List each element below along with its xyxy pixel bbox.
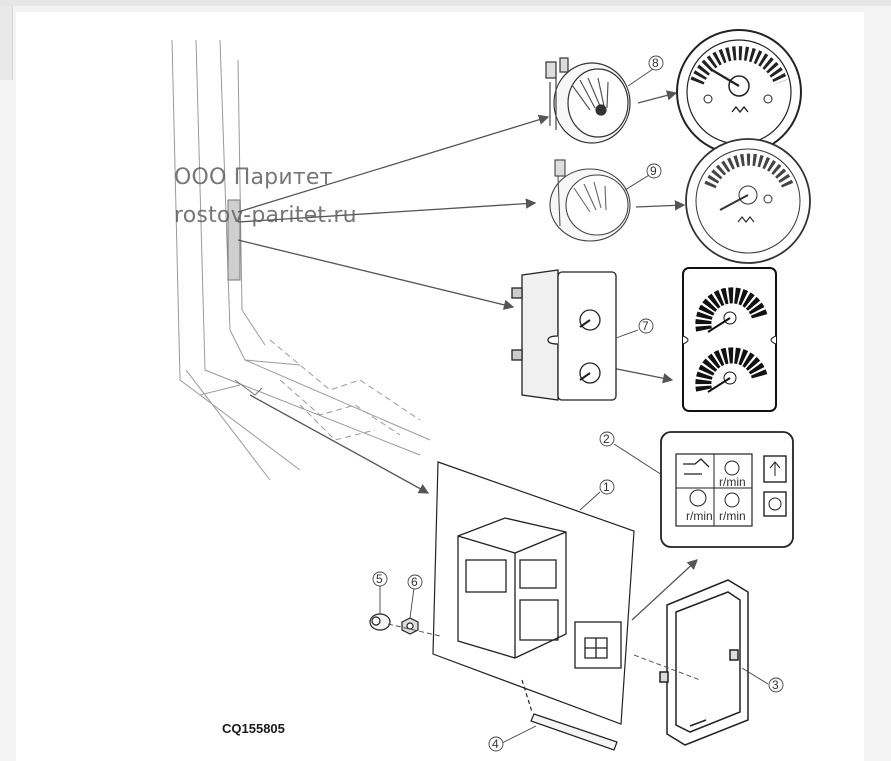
diagram-sheet: r/min r/min r/min [16,12,864,761]
callout-2: 2 [603,432,610,446]
gauge-8-detail [676,29,802,155]
callout-circles [372,55,784,752]
exploded-parts-diagram: r/min r/min r/min [171,29,811,752]
rod-4 [521,679,618,751]
callout-9: 9 [650,164,657,178]
control-unit-1 [432,461,635,725]
gauge-9-detail [685,138,811,264]
monitor-7-body [511,269,617,401]
arrow-to-gauge-8 [237,114,550,213]
arrow-panel-detail [631,559,698,621]
arrow-gauge-8-detail [637,90,678,104]
arrow-to-control-unit [249,394,430,494]
callout-3: 3 [772,678,779,692]
callout-1: 1 [603,480,610,494]
callout-4: 4 [492,737,499,751]
nut-6 [401,617,419,635]
switch-panel-2-detail [660,431,794,548]
gauge-8-body [545,57,631,144]
arrow-to-gauge-9 [237,198,537,223]
arrow-to-monitor-7 [237,239,515,310]
callout-leaders [379,66,769,745]
bezel-3 [659,579,749,746]
monitor-7-detail [682,267,777,412]
watermark-company: ООО Паритет [174,165,333,190]
callout-7: 7 [642,319,649,333]
washer-5 [369,613,391,631]
pointer-arrows [237,90,698,621]
panel-rpm-label-small: r/min [719,475,746,489]
panel-rpm-label-right: r/min [719,509,746,523]
callout-6: 6 [411,575,418,589]
callout-8: 8 [652,56,659,70]
watermark-url: rostov-paritet.ru [174,203,357,228]
arrow-gauge-9-detail [635,200,686,211]
callout-5: 5 [376,572,383,586]
panel-rpm-label-left: r/min [686,509,713,523]
cab-outline [171,39,431,481]
arrow-monitor-detail [611,367,674,384]
figure-code: CQ155805 [222,721,285,736]
side-panel [0,6,13,80]
top-bar [0,0,891,6]
gauge-9-body [549,159,631,242]
